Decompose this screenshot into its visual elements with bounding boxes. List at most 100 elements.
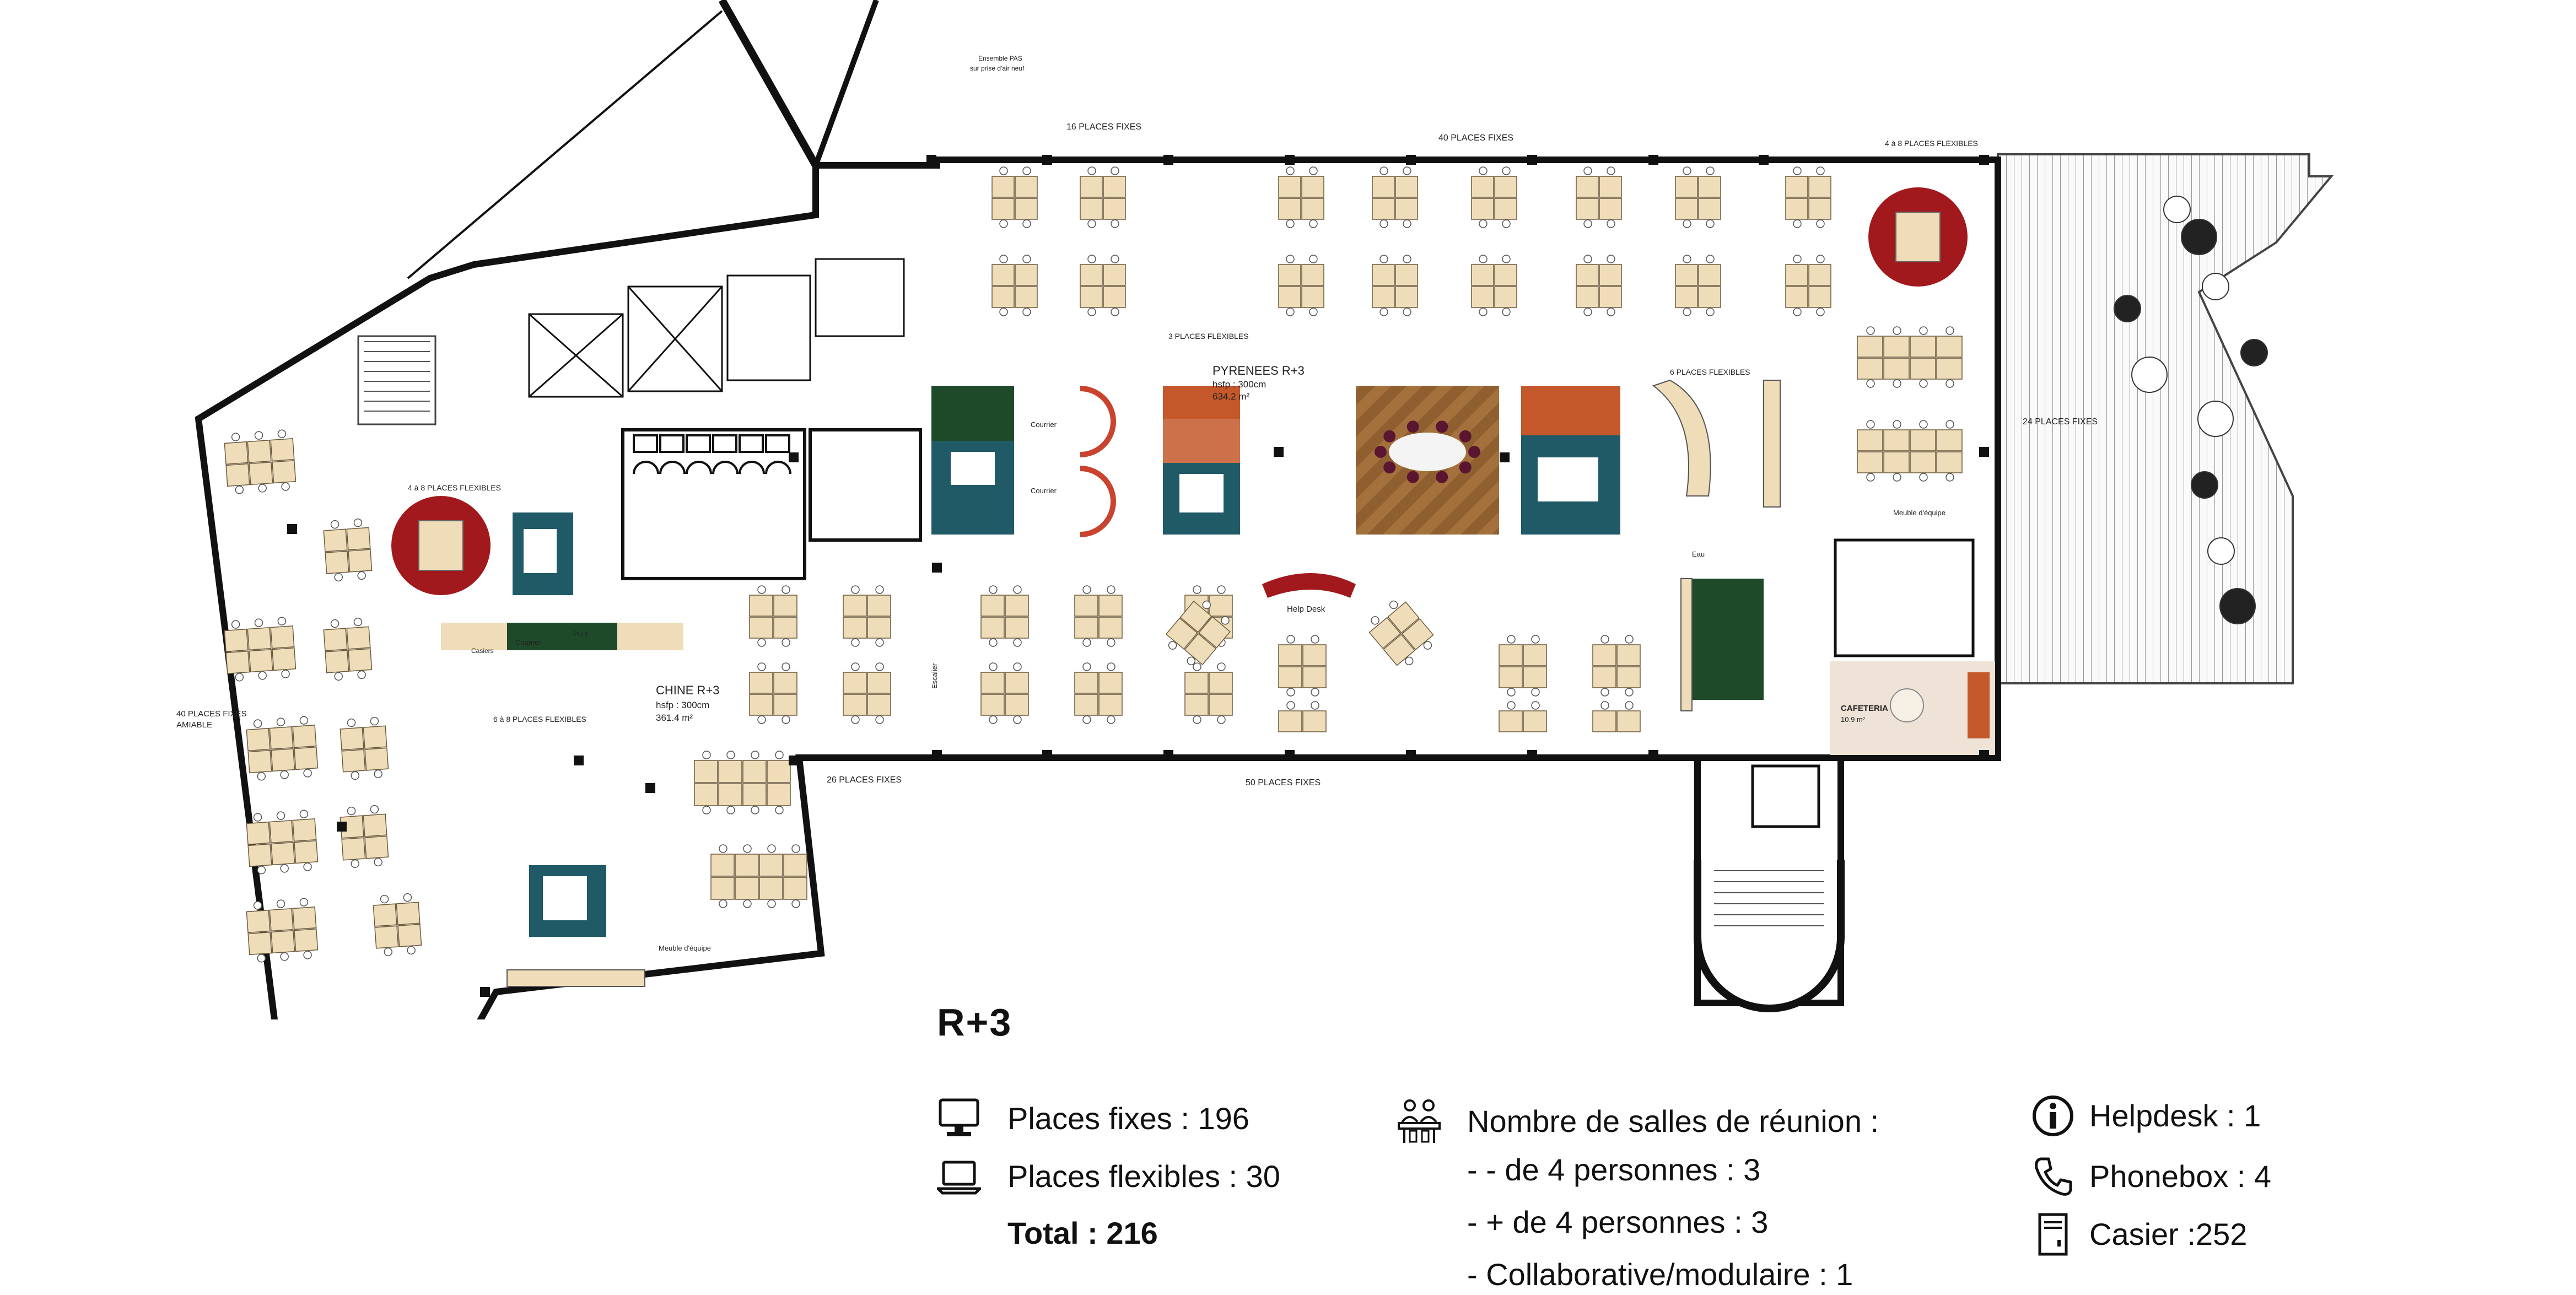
flex-zone-left — [391, 496, 491, 595]
label-pyrenees-area: 634.2 m² — [1212, 391, 1249, 402]
info-icon — [2031, 1094, 2075, 1138]
stair-steps — [364, 341, 1824, 926]
label-ensemble-pas: Ensemble PAS — [978, 55, 1022, 62]
desk-cluster — [1471, 255, 1517, 316]
label-eau: Eau — [1692, 550, 1705, 558]
casier-text: Casier :252 — [2089, 1217, 2248, 1251]
laptop-icon — [934, 1154, 984, 1199]
desk-cluster — [1278, 255, 1324, 316]
cafeteria[interactable] — [1830, 661, 1995, 755]
meeting-room-orange-teal[interactable] — [1163, 386, 1240, 535]
meeting-room-green[interactable] — [931, 386, 1014, 535]
label-chine-hsfp: hsfp : 300cm — [656, 700, 709, 710]
total-text: Total : 216 — [1007, 1216, 1158, 1250]
structural-pillars — [287, 155, 1989, 997]
floor-title: R+3 — [937, 1001, 1012, 1044]
label-40-places-left: 40 PLACES FIXES — [176, 709, 247, 719]
sofa-arcs — [1080, 386, 1116, 537]
phonebox-text: Phonebox : 4 — [2089, 1159, 2272, 1194]
label-meuble-equipe-2: Meuble d'équipe — [1893, 509, 1946, 517]
desk-cluster — [224, 429, 297, 494]
flex-bench-6 — [1652, 379, 1711, 497]
print-room-green — [1692, 579, 1764, 700]
label-24-places: 24 PLACES FIXES — [2023, 417, 2098, 427]
technical-shafts — [528, 258, 905, 398]
label-6-8-flex: 6 à 8 PLACES FLEXIBLES — [493, 715, 586, 724]
helpdesk-text: Helpdesk : 1 — [2089, 1098, 2261, 1133]
desk-cluster — [1278, 701, 1327, 732]
stair-tower — [1694, 860, 1845, 1012]
desk-cluster — [339, 716, 389, 780]
desk-cluster — [1074, 585, 1123, 647]
desk-cluster — [1576, 255, 1622, 316]
desk-cluster — [1675, 166, 1721, 228]
places-flexibles-text: Places flexibles : 30 — [1007, 1159, 1280, 1194]
locker-icon — [2031, 1212, 2075, 1256]
label-cafeteria: CAFETERIA — [1841, 704, 1888, 713]
floor-plan: 16 PLACES FIXES 40 PLACES FIXES 4 à 8 PL… — [176, 0, 2334, 1019]
label-pyrenees: PYRENEES R+3 — [1212, 364, 1305, 377]
desk-cluster — [710, 844, 807, 908]
label-courrier-1: Courrier — [1031, 420, 1057, 429]
label-chine-area: 361.4 m² — [656, 713, 693, 723]
meeting-room-left-teal[interactable] — [513, 512, 573, 595]
salles-moins4-text: - - de 4 personnes : 3 — [1467, 1152, 1761, 1187]
legend-helpdesk: Helpdesk : 1 — [2031, 1094, 2261, 1138]
desk-cluster — [749, 585, 797, 647]
label-courrier-3: Courrier — [515, 638, 542, 646]
label-26-places: 26 PLACES FIXES — [827, 775, 902, 785]
legend-salles-moins4: - - de 4 personnes : 3 — [1467, 1154, 1760, 1185]
salles-plus4-text: - + de 4 personnes : 3 — [1467, 1205, 1769, 1239]
plan-labels: 16 PLACES FIXES 40 PLACES FIXES 4 à 8 PL… — [176, 55, 2098, 952]
meeting-room-bottom-teal[interactable] — [529, 865, 606, 937]
desk-cluster — [1592, 701, 1641, 732]
label-courrier-2: Courrier — [1031, 487, 1057, 495]
desk-cluster — [749, 662, 797, 724]
legend-places-fixes: Places fixes : 196 — [937, 1097, 1249, 1141]
desk-cluster — [1471, 166, 1517, 228]
desk-cluster — [1080, 255, 1126, 316]
label-40-places-top: 40 PLACES FIXES — [1438, 133, 1513, 143]
desk-cluster — [980, 585, 1029, 647]
terrace — [1997, 153, 2334, 684]
label-16-places: 16 PLACES FIXES — [1066, 122, 1141, 132]
desk-cluster — [1372, 166, 1418, 228]
desk-clusters — [224, 166, 1963, 963]
label-casiers: Casiers — [471, 647, 494, 655]
terrace-plants — [2114, 196, 2268, 624]
desk-cluster — [1857, 420, 1963, 482]
legend-total: Total : 216 — [1007, 1218, 1158, 1249]
desk-cluster — [1184, 662, 1233, 724]
label-meuble-equipe-1: Meuble d'équipe — [659, 944, 711, 952]
desk-cluster — [694, 751, 791, 814]
helpdesk-counter — [1262, 573, 1356, 598]
desk-cluster — [1857, 326, 1963, 388]
collaborative-room[interactable] — [1356, 386, 1499, 535]
desk-cluster — [1499, 635, 1547, 697]
stairs-left — [357, 335, 436, 425]
desk-cluster — [1785, 255, 1831, 316]
desk-cluster — [1080, 166, 1126, 228]
desk-cluster — [1074, 662, 1123, 724]
desk-cluster — [246, 810, 319, 875]
print-counter-left — [441, 623, 683, 650]
desk-cluster — [224, 617, 297, 682]
legend-places-flexibles: Places flexibles : 30 — [934, 1154, 1280, 1199]
desk-cluster — [323, 518, 373, 582]
label-cafeteria-area: 10.9 m² — [1841, 715, 1866, 724]
desk-cluster — [339, 805, 389, 868]
desk-cluster — [246, 898, 319, 963]
desk-cluster — [1368, 600, 1434, 666]
desk-cluster — [1278, 635, 1327, 697]
meeting-room-right[interactable] — [1521, 386, 1620, 535]
desk-cluster — [1278, 166, 1324, 228]
label-6-flex: 6 PLACES FLEXIBLES — [1670, 368, 1750, 376]
building-walls — [195, 0, 2001, 1019]
label-pyrenees-hsfp: hsfp : 300cm — [1212, 379, 1266, 390]
desk-cluster — [1785, 166, 1831, 228]
desktop-computer-icon — [937, 1097, 981, 1141]
label-helpdesk: Help Desk — [1287, 605, 1325, 614]
desk-cluster — [843, 585, 891, 647]
label-chine: CHINE R+3 — [656, 683, 720, 697]
legend-salles-collab: - Collaborative/modulaire : 1 — [1467, 1259, 1853, 1290]
